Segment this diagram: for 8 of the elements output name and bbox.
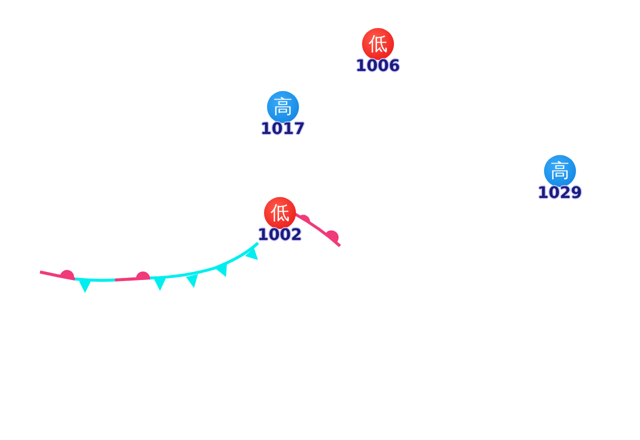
high-pressure-symbol: 高	[544, 155, 576, 187]
low-pressure-symbol: 低	[362, 28, 394, 60]
low-pressure-symbol: 低	[264, 197, 296, 229]
pressure-value: 1002	[258, 226, 302, 244]
pressure-value: 1017	[260, 120, 306, 138]
pressure-value: 1006	[356, 57, 400, 75]
high-pressure-symbol: 高	[267, 91, 299, 123]
pressure-value: 1029	[538, 184, 582, 202]
